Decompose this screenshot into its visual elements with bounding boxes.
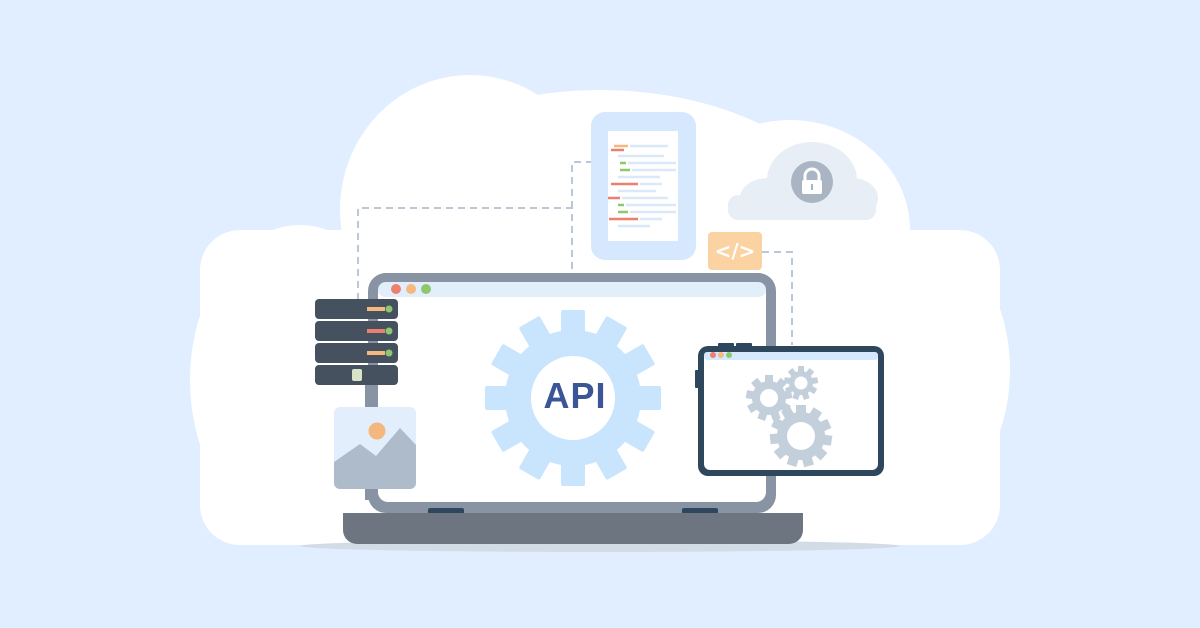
gears-icon	[745, 366, 833, 468]
image-card-icon	[334, 407, 416, 489]
code-badge: </>	[714, 239, 756, 263]
code-document	[591, 112, 696, 260]
tablet	[695, 343, 884, 476]
api-gear-icon	[485, 310, 661, 486]
api-label: API	[543, 375, 607, 416]
lock-icon	[803, 167, 821, 181]
code-badge-bg	[708, 232, 762, 270]
dashed-connectors	[357, 161, 793, 345]
lock-cloud	[728, 142, 878, 220]
